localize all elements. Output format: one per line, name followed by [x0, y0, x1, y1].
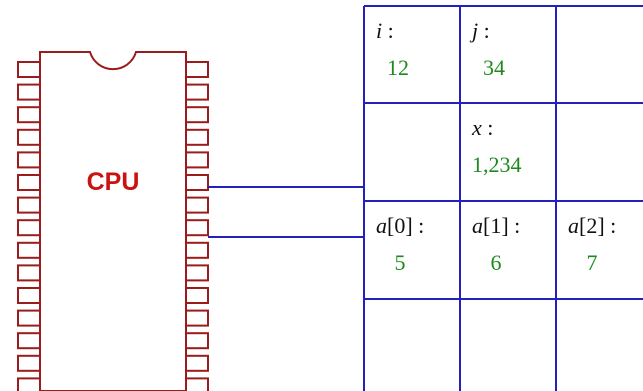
cpu-pin-right — [185, 151, 209, 169]
memory-grid: i : 12 j : 34 x : 1,234 a[0] : 5 a[1] : 6 a[2] : 7 — [363, 5, 643, 391]
memory-cell-name: a[2] : — [568, 213, 616, 238]
memory-cell-value: 7 — [587, 250, 598, 275]
cpu-pin-right — [185, 219, 209, 237]
cpu-pin-left — [17, 106, 41, 124]
cpu-pin-right — [185, 332, 209, 350]
memory-cell-value: 5 — [395, 250, 406, 275]
memory-cells: i : 12 j : 34 x : 1,234 a[0] : 5 a[1] : 6 a[2] : 7 — [376, 18, 616, 275]
cpu-pin-left — [17, 264, 41, 282]
cpu-left-pins — [17, 61, 41, 391]
cpu-chip-body — [39, 51, 187, 391]
cpu-pin-right — [185, 241, 209, 259]
cpu-pin-right — [185, 287, 209, 304]
cpu-chip: CPU — [17, 51, 209, 391]
memory-cell: j : 34 — [469, 18, 505, 80]
cpu-pin-right — [185, 83, 209, 101]
cpu-pin-right — [185, 128, 209, 146]
cpu-pin-right — [185, 174, 209, 191]
cpu-pin-left — [17, 287, 41, 304]
memory-cell: i : 12 — [376, 18, 409, 80]
memory-cell: a[2] : 7 — [568, 213, 616, 275]
memory-cell-name: a[1] : — [472, 213, 520, 238]
cpu-pin-right — [185, 309, 209, 327]
cpu-pin-left — [17, 377, 41, 391]
memory-cell-name: x : — [471, 115, 493, 140]
cpu-pin-right — [185, 106, 209, 124]
cpu-pin-right — [185, 354, 209, 372]
cpu-pin-left — [17, 196, 41, 214]
memory-cell: a[1] : 6 — [472, 213, 520, 275]
memory-cell-value: 1,234 — [472, 152, 522, 177]
cpu-pin-left — [17, 151, 41, 169]
cpu-pin-left — [17, 219, 41, 237]
cpu-pin-right — [185, 264, 209, 282]
memory-cell: a[0] : 5 — [376, 213, 424, 275]
cpu-pin-left — [17, 241, 41, 259]
memory-cell: x : 1,234 — [471, 115, 522, 177]
memory-cell-value: 6 — [491, 250, 502, 275]
memory-cell-name: i : — [376, 18, 394, 43]
cpu-pin-right — [185, 377, 209, 391]
cpu-right-pins — [185, 61, 209, 391]
memory-cell-value: 34 — [483, 55, 505, 80]
cpu-pin-left — [17, 61, 41, 78]
cpu-pin-left — [17, 174, 41, 191]
memory-cell-name: a[0] : — [376, 213, 424, 238]
cpu-pin-left — [17, 354, 41, 372]
cpu-label: CPU — [87, 168, 140, 196]
memory-cell-name: j : — [469, 18, 490, 43]
cpu-pin-right — [185, 61, 209, 78]
memory-cell-value: 12 — [387, 55, 409, 80]
cpu-pin-left — [17, 309, 41, 327]
cpu-pin-right — [185, 196, 209, 214]
memory-grid-lines — [363, 5, 643, 391]
bus-lines — [208, 186, 364, 238]
cpu-pin-left — [17, 128, 41, 146]
cpu-pin-left — [17, 83, 41, 101]
cpu-pin-left — [17, 332, 41, 350]
